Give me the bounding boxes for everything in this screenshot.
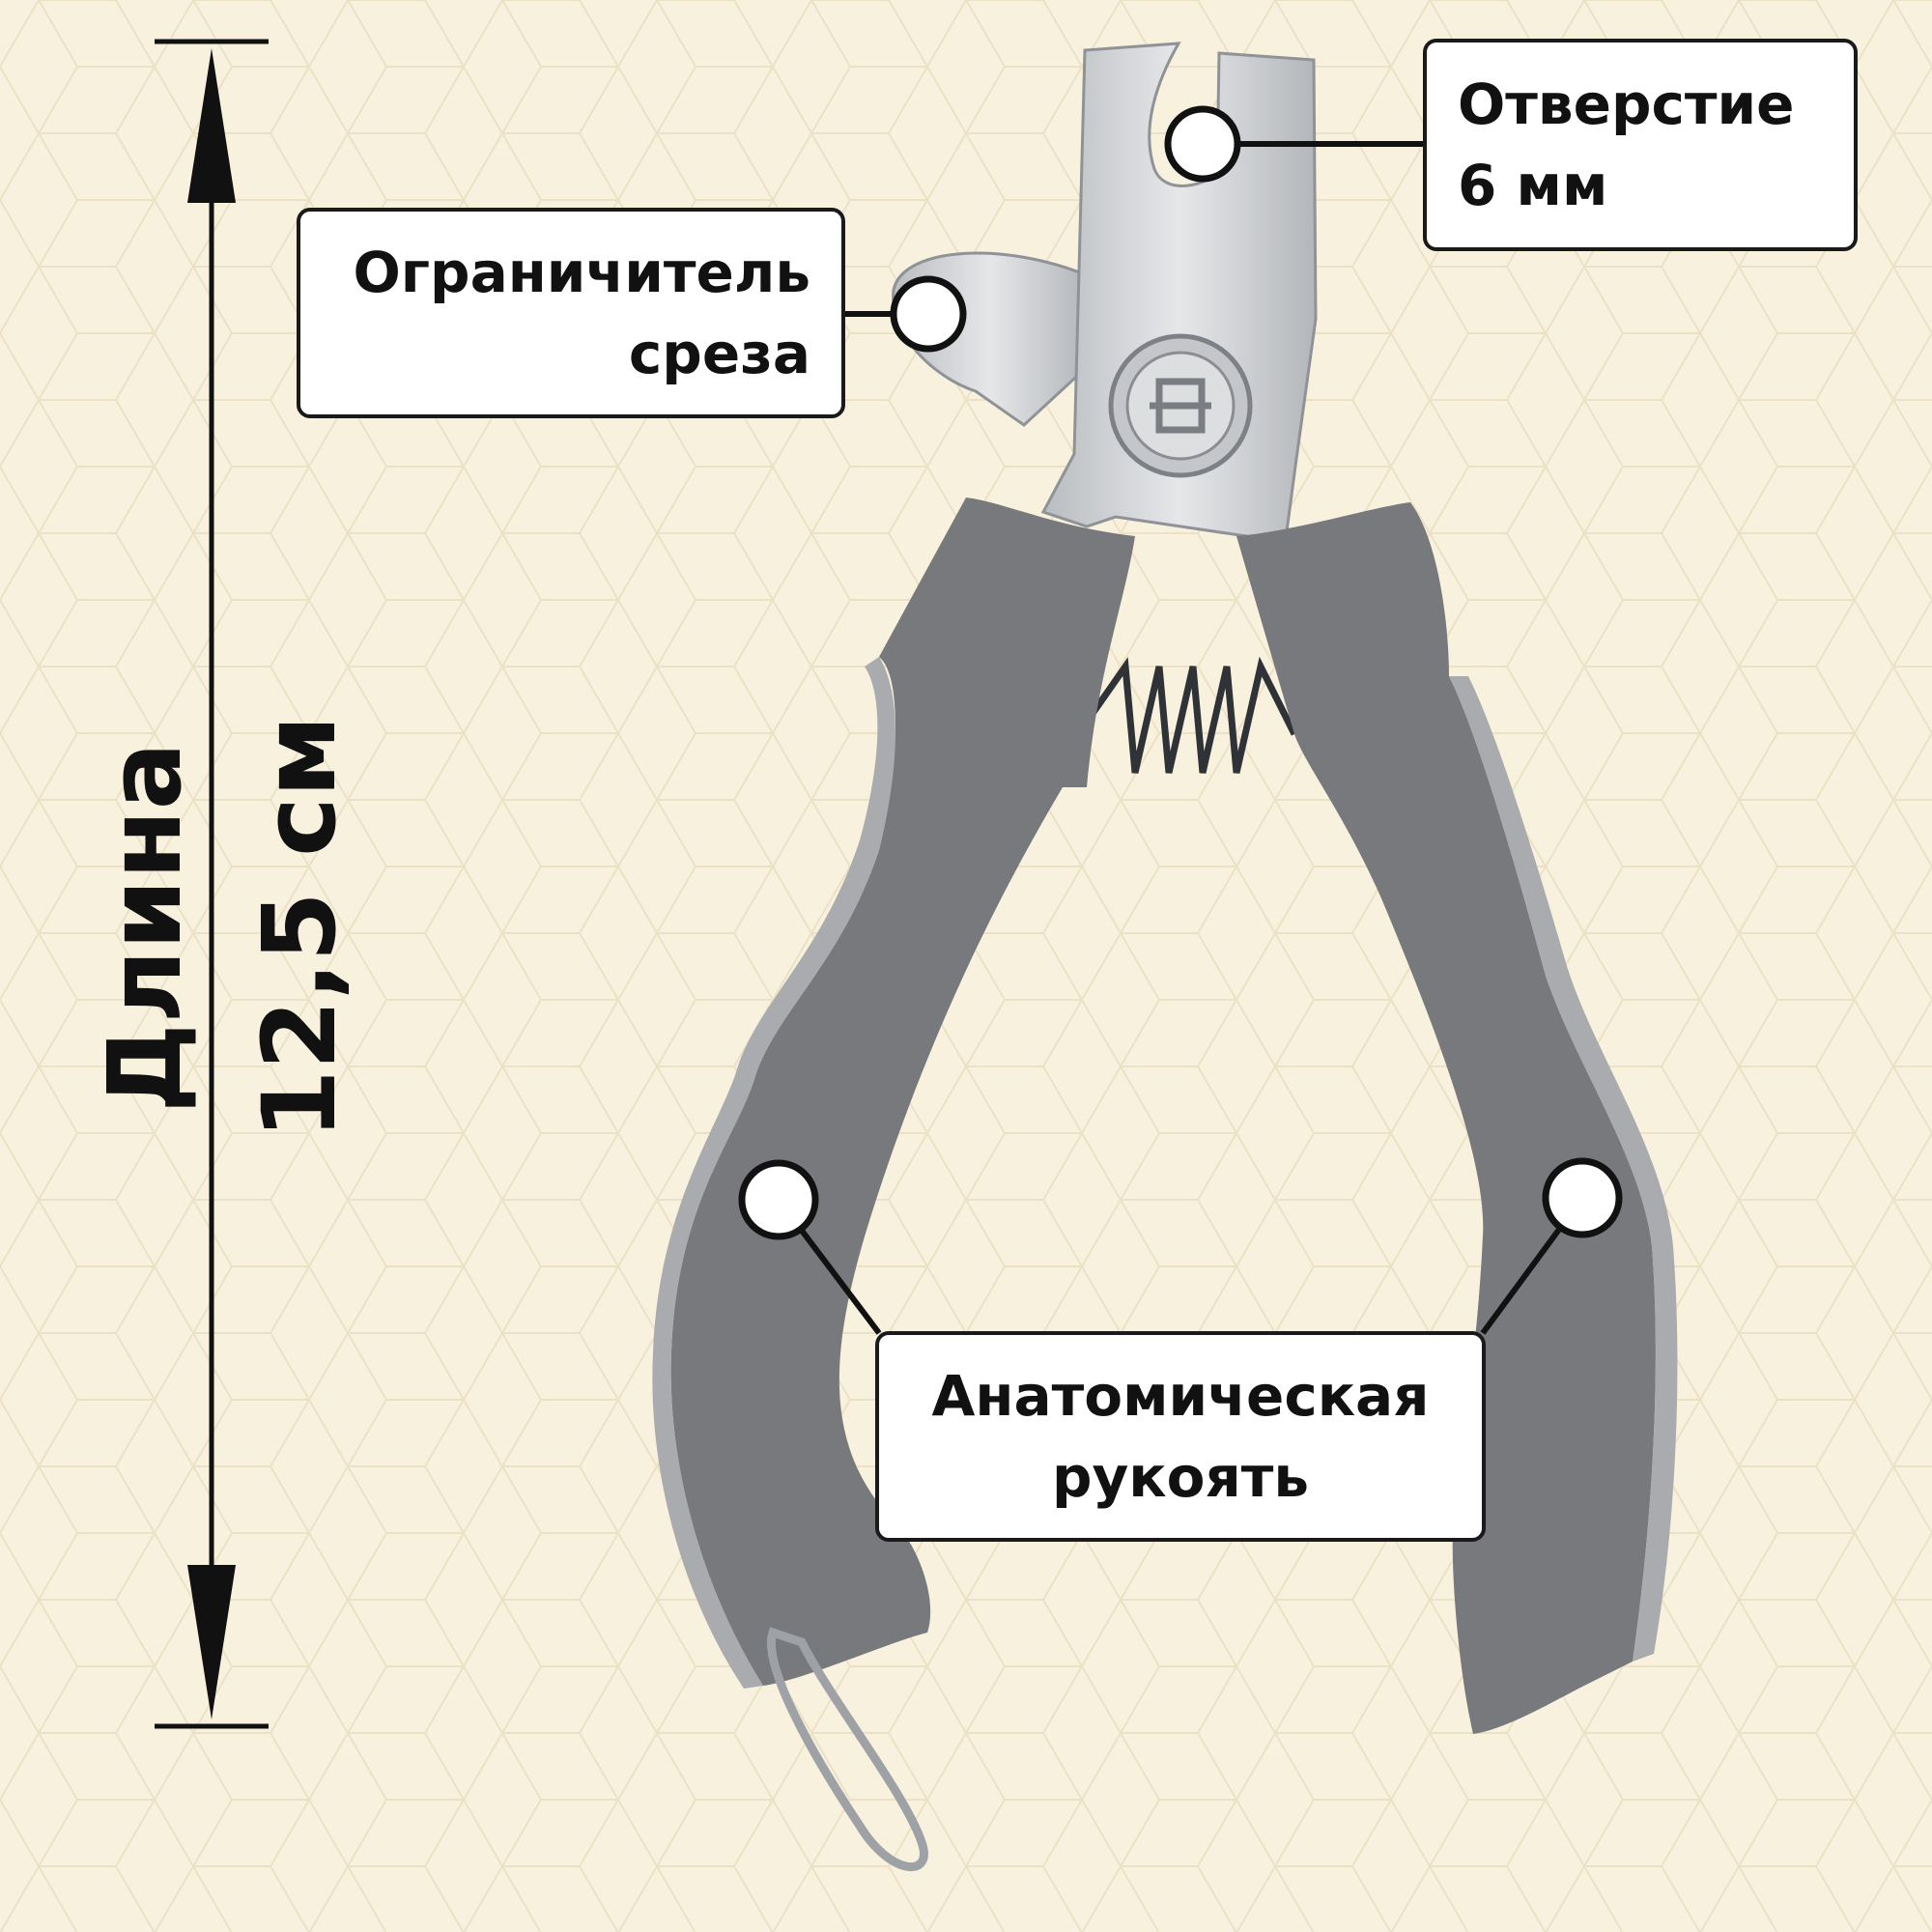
callout-handle-line2: рукоять bbox=[1051, 1444, 1310, 1510]
callout-hole-size: Отверстие 6 мм bbox=[1423, 39, 1858, 251]
callout-cut-limiter: Ограничитель среза bbox=[297, 208, 845, 418]
marker-dot-icon bbox=[1164, 105, 1241, 183]
length-title: Длина bbox=[86, 742, 204, 1113]
callout-hole-line2: 6 мм bbox=[1458, 153, 1608, 218]
callout-leaders bbox=[738, 105, 1623, 1335]
callout-limiter-line1: Ограничитель bbox=[353, 240, 810, 305]
marker-dot-icon bbox=[1542, 1157, 1623, 1238]
length-value: 12,5 см bbox=[241, 715, 358, 1140]
callout-handle-line1: Анатомическая bbox=[931, 1363, 1430, 1429]
callout-anatomic-handle: Анатомическая рукоять bbox=[875, 1331, 1486, 1542]
marker-dot-icon bbox=[890, 275, 967, 353]
callout-limiter-line2: среза bbox=[628, 321, 810, 386]
callout-hole-line1: Отверстие bbox=[1458, 71, 1795, 137]
double-arrow-dimension-icon bbox=[155, 39, 269, 1729]
nail-clipper-illustration bbox=[652, 42, 1678, 1872]
marker-dot-icon bbox=[738, 1159, 819, 1240]
